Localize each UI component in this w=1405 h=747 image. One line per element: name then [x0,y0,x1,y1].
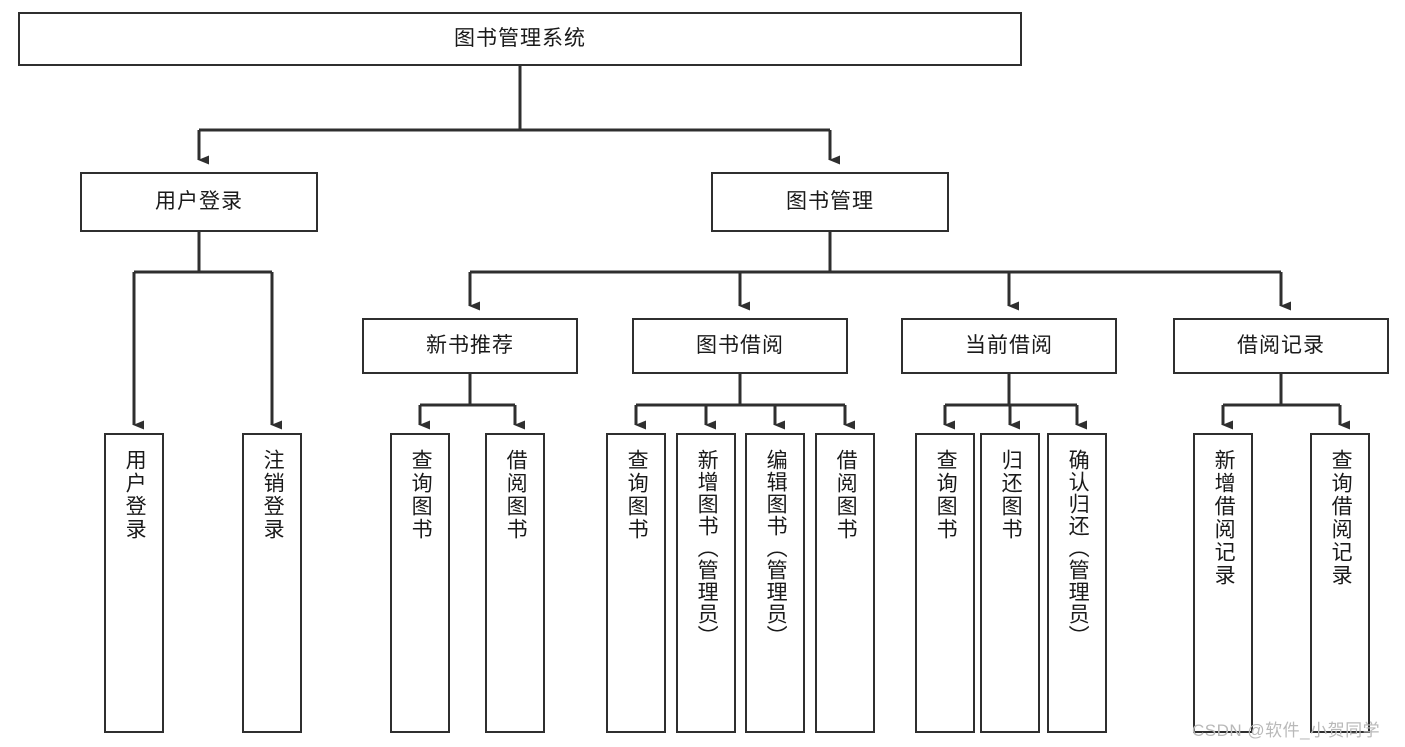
node-label: 用户登录 [155,190,243,214]
node-label: 图书管理 [786,190,874,214]
node-leaf-add-book-admin[interactable]: 新增图书（管理员） [676,433,736,733]
node-label: 查询图书 [409,449,433,541]
node-user-login[interactable]: 用户登录 [80,172,318,232]
node-book-management[interactable]: 图书管理 [711,172,949,232]
node-book-borrowing[interactable]: 图书借阅 [632,318,848,374]
node-label: 注销登录 [261,449,285,541]
node-label: 查询图书 [934,449,958,541]
node-label: 图书借阅 [696,334,784,358]
node-leaf-query-book-current[interactable]: 查询图书 [915,433,975,733]
node-leaf-query-book-borrow[interactable]: 查询图书 [606,433,666,733]
node-borrowing-record[interactable]: 借阅记录 [1173,318,1389,374]
node-leaf-borrow-book-new-rec[interactable]: 借阅图书 [485,433,545,733]
node-label: 确认归还（管理员） [1066,449,1090,647]
node-leaf-borrow-book-borrow[interactable]: 借阅图书 [815,433,875,733]
node-label: 归还图书 [999,449,1023,541]
node-label: 查询借阅记录 [1329,449,1353,587]
node-label: 借阅图书 [834,449,858,541]
node-leaf-query-book-new-rec[interactable]: 查询图书 [390,433,450,733]
node-leaf-add-borrow-record[interactable]: 新增借阅记录 [1193,433,1253,733]
node-label: 新增图书（管理员） [695,449,719,647]
node-label: 查询图书 [625,449,649,541]
node-new-book-recommendation[interactable]: 新书推荐 [362,318,578,374]
node-label: 新增借阅记录 [1212,449,1236,587]
node-label: 用户登录 [123,449,147,541]
node-label: 借阅图书 [504,449,528,541]
node-root-book-management-system[interactable]: 图书管理系统 [18,12,1022,66]
node-leaf-edit-book-admin[interactable]: 编辑图书（管理员） [745,433,805,733]
node-label: 新书推荐 [426,334,514,358]
node-leaf-user-login[interactable]: 用户登录 [104,433,164,733]
node-leaf-user-logout[interactable]: 注销登录 [242,433,302,733]
csdn-watermark: CSDN @软件_小贺同学 [1192,721,1381,740]
node-label: 借阅记录 [1237,334,1325,358]
node-leaf-query-borrow-record[interactable]: 查询借阅记录 [1310,433,1370,733]
node-current-borrowing[interactable]: 当前借阅 [901,318,1117,374]
node-label: 当前借阅 [965,334,1053,358]
node-label: 图书管理系统 [454,27,586,51]
node-label: 编辑图书（管理员） [764,449,788,647]
node-leaf-return-book[interactable]: 归还图书 [980,433,1040,733]
node-leaf-confirm-return-admin[interactable]: 确认归还（管理员） [1047,433,1107,733]
